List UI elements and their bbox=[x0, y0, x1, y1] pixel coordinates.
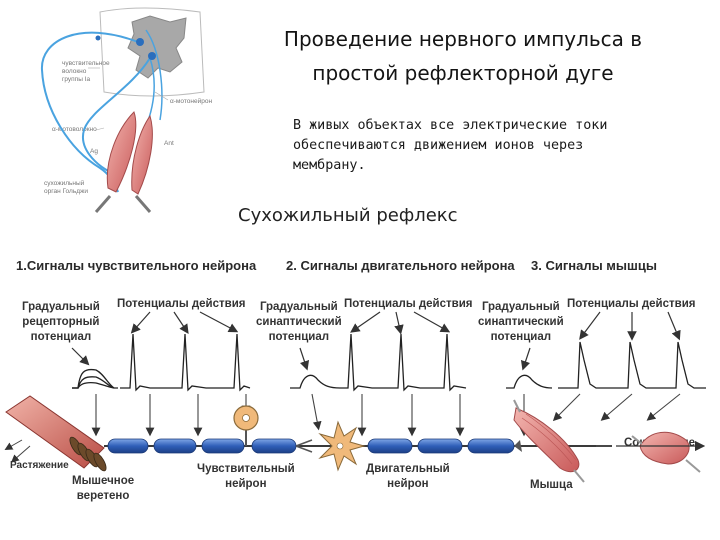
vertical-arrows bbox=[91, 393, 681, 437]
small-label-motoneuron: α-мотонейрон bbox=[170, 98, 213, 105]
title-line-1: Проведение нервного импульса в bbox=[283, 27, 643, 51]
header-sensory-signals: 1.Сигналы чувствительного нейрона bbox=[16, 258, 257, 273]
small-muscle-1 bbox=[106, 111, 137, 193]
label-action-potentials-1: Потенциалы действия bbox=[117, 298, 246, 310]
trace-graded-synaptic-2 bbox=[506, 374, 553, 389]
small-label-golgi-organ: сухожильный орган Гольджи bbox=[44, 180, 88, 195]
label-graded-synaptic-1: Градуальный синаптический потенциал bbox=[256, 301, 342, 343]
motor-fiber-line bbox=[82, 57, 151, 177]
myelin-sensory bbox=[107, 438, 297, 454]
trace-action-potentials-2 bbox=[340, 333, 467, 392]
label-motor-neuron: Двигательный нейрон bbox=[366, 463, 450, 490]
label-action-potentials-3: Потенциалы действия bbox=[567, 298, 696, 310]
label-graded-synaptic-2: Градуальный синаптический потенциал bbox=[478, 301, 564, 343]
label-action-potentials-2: Потенциалы действия bbox=[344, 298, 473, 310]
header-motor-signals: 2. Сигналы двигательного нейрона bbox=[286, 258, 515, 273]
small-reflex-arc-diagram bbox=[40, 7, 205, 213]
small-label-ant: Ant bbox=[164, 140, 174, 147]
spinal-cord-outline bbox=[99, 7, 205, 97]
stretch-arrows bbox=[4, 439, 31, 463]
small-label-sensory-fiber: чувствительное волокно группы Ia bbox=[62, 60, 110, 83]
small-label-motor-fiber: α-мотоволокно bbox=[52, 126, 97, 133]
spinal-cord-gray-matter bbox=[127, 15, 187, 79]
small-label-ag: Ag bbox=[90, 148, 98, 155]
label-arrows bbox=[71, 311, 681, 371]
paragraph-line-2: обеспечиваются движением ионов через bbox=[293, 138, 584, 153]
trace-graded-receptor bbox=[72, 368, 118, 389]
signal-traces bbox=[72, 333, 706, 392]
spindle-coil bbox=[69, 436, 107, 472]
label-sensory-neuron: Чувствительный нейрон bbox=[197, 463, 295, 490]
small-muscle-2 bbox=[131, 114, 153, 195]
neuron-chain bbox=[4, 395, 706, 483]
paragraph-line-3: мембрану. bbox=[293, 158, 366, 173]
section-subtitle: Сухожильный рефлекс bbox=[238, 205, 458, 226]
trace-action-potentials-1 bbox=[120, 333, 251, 392]
myelin-motor bbox=[367, 438, 515, 454]
trace-action-potentials-3 bbox=[558, 341, 706, 389]
muscle-contracted bbox=[639, 431, 690, 465]
title-line-2: простой рефлекторной дуге bbox=[312, 61, 614, 85]
label-stretch: Растяжение bbox=[10, 460, 69, 471]
muscle-body bbox=[513, 407, 580, 473]
header-muscle-signals: 3. Сигналы мышцы bbox=[531, 258, 657, 273]
page-title: Проведение нервного импульса в простой р… bbox=[228, 22, 698, 90]
paragraph-line-1: В живых объектах все электрические токи bbox=[293, 118, 608, 133]
label-muscle-spindle: Мышечное веретено bbox=[72, 475, 135, 502]
trace-graded-synaptic-1 bbox=[290, 374, 341, 389]
intro-paragraph: В живых объектах все электрические токи … bbox=[293, 116, 673, 176]
label-graded-receptor: Градуальный рецепторный потенциал bbox=[22, 301, 100, 343]
label-muscle: Мышца bbox=[530, 479, 573, 491]
